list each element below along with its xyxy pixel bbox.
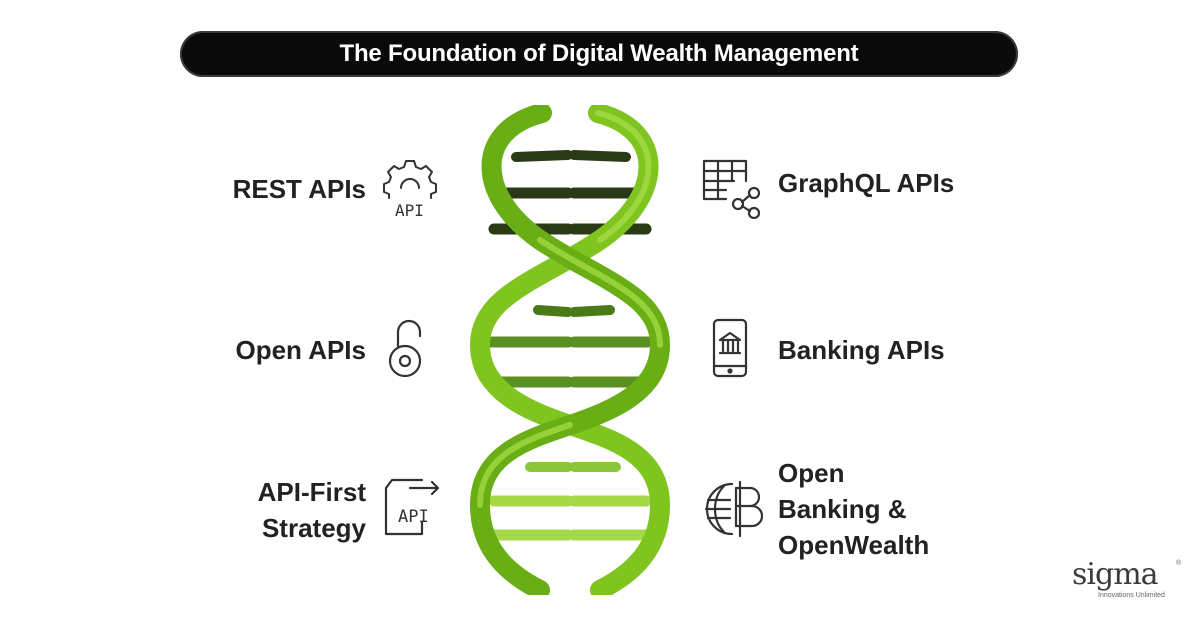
helix-rungs-bottom [488,462,652,541]
label-banking-apis: Banking APIs [778,335,945,365]
label-open-banking-openwealth: Open Banking & OpenWealth [778,455,929,563]
helix-strand-a-highlight [595,110,652,243]
table-share-icon [700,157,762,219]
helix-strand-b-highlight [537,237,663,348]
logo-tagline: Innovations Unlimited [1098,592,1165,599]
label-ob-line1: Open [778,458,845,488]
label-ob-line3: OpenWealth [778,530,930,560]
mobile-bank-icon [710,318,750,380]
gear-api-icon-text: API [395,201,424,220]
api-doc-arrow-icon: API [382,470,446,546]
helix-strand-a [469,103,671,600]
label-graphql-apis: GraphQL APIs [778,168,955,198]
label-ob-line2: Banking & [778,494,907,524]
label-open-apis: Open APIs [235,335,366,365]
helix-strand-b [469,103,671,600]
dna-helix-svg [469,103,671,600]
sigma-logo: sigma Innovations Unlimited ® [1072,560,1182,610]
label-api-first-line2: Strategy [261,513,366,543]
open-lock-icon [388,318,432,380]
globe-baht-icon [700,478,764,540]
label-api-first-line1: API-First [257,477,366,507]
label-api-first-strategy: API-First Strategy [200,474,366,546]
logo-registered-mark: ® [1176,560,1182,567]
page-title: The Foundation of Digital Wealth Managem… [339,40,859,67]
helix-strand-c-highlight [477,422,573,508]
label-rest-apis: REST APIs [232,174,366,204]
api-doc-icon-text: API [398,507,429,527]
gear-api-icon: API [381,158,443,222]
helix-rungs-middle [484,305,656,388]
logo-wordmark: sigma [1072,557,1159,592]
title-banner: The Foundation of Digital Wealth Managem… [180,31,1018,77]
dna-helix [450,103,690,600]
